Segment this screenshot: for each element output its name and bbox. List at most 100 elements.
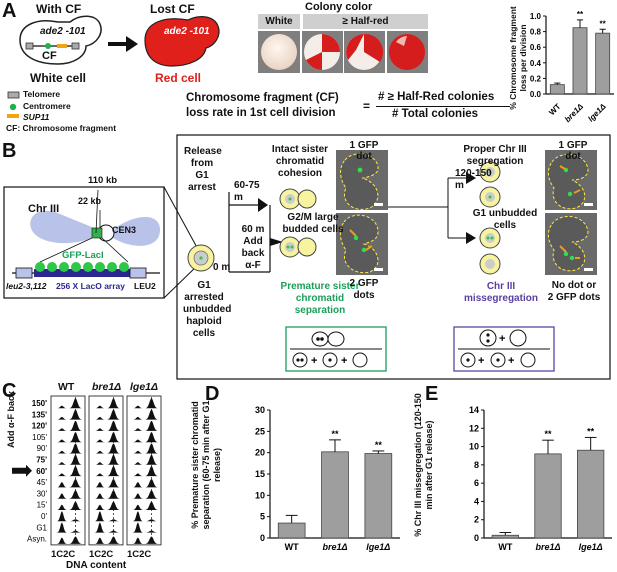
g1-arr-l4: haploid bbox=[186, 316, 222, 327]
row-label: G1 bbox=[36, 523, 47, 532]
dna-histogram bbox=[53, 536, 83, 544]
dna-histogram bbox=[129, 421, 159, 431]
dna-histogram bbox=[91, 409, 121, 420]
dna-histogram bbox=[53, 454, 83, 465]
col-lge1: lge1Δ bbox=[130, 381, 159, 393]
dna-histogram bbox=[53, 501, 83, 510]
dna-histogram bbox=[129, 511, 159, 522]
m120150-l2: m bbox=[455, 180, 464, 191]
telomere-left bbox=[25, 42, 34, 50]
sig-2: ** bbox=[587, 426, 595, 436]
legend-telomere: Telomere bbox=[23, 89, 61, 99]
svg-text:+: + bbox=[508, 355, 514, 367]
intact-l3: cohesion bbox=[278, 168, 322, 179]
xtick-wt: 1C2C bbox=[51, 549, 76, 560]
xtick-bre1: 1C2C bbox=[89, 549, 114, 560]
col-bre1: bre1Δ bbox=[92, 381, 122, 393]
m120150-l1: 120-150 bbox=[455, 168, 492, 179]
colony-white bbox=[261, 34, 297, 70]
leu2-label: LEU2 bbox=[134, 281, 156, 291]
dna-histogram bbox=[91, 536, 121, 544]
formula-equals: = bbox=[363, 99, 371, 113]
sig-2: ** bbox=[600, 19, 607, 28]
panel-label-d: D bbox=[205, 383, 220, 405]
dna-histogram bbox=[91, 398, 121, 409]
telomere-icon bbox=[7, 91, 20, 99]
category-label-2: lge1Δ bbox=[579, 542, 603, 552]
centromere-dot bbox=[45, 43, 51, 49]
chr-right-arm bbox=[110, 217, 160, 246]
y-tick-label: 10 bbox=[469, 442, 479, 452]
row-label: 135' bbox=[32, 410, 47, 419]
zero-m-label: 0 m bbox=[213, 262, 231, 273]
y-tick-label: 15 bbox=[255, 469, 265, 479]
dna-histogram bbox=[129, 536, 159, 544]
m6075-l2: m bbox=[234, 192, 243, 203]
y-tick-label: 10 bbox=[255, 490, 265, 500]
flow-col-frame-2 bbox=[126, 395, 162, 546]
row-label: 15' bbox=[37, 501, 48, 510]
g1-unb-l1: G1 unbudded bbox=[472, 208, 538, 219]
y-tick-label: 2 bbox=[474, 515, 479, 525]
y-tick-label: 20 bbox=[255, 448, 265, 458]
sig-2: ** bbox=[375, 440, 383, 450]
leu2-box bbox=[129, 267, 147, 279]
white-cell-label: White cell bbox=[30, 71, 87, 85]
arrow-a bbox=[108, 36, 138, 52]
g1-unb-l2: cells bbox=[493, 220, 517, 231]
kb22-label: 22 kb bbox=[78, 196, 102, 206]
red-cell-label: Red cell bbox=[155, 71, 202, 85]
chr3-mis-l2: missegregation bbox=[464, 293, 538, 304]
y-tick-label: 0.2 bbox=[530, 74, 542, 83]
chr-left-arm bbox=[30, 210, 104, 244]
y-tick-label: 25 bbox=[255, 426, 265, 436]
leu2-3-label: leu2-3,112 bbox=[6, 281, 47, 291]
ade2-label-red: ade2 -101 bbox=[164, 26, 210, 37]
panel-label-b: B bbox=[2, 140, 17, 162]
sup11-mark bbox=[57, 44, 67, 48]
bar-0 bbox=[491, 534, 519, 539]
sup11-icon bbox=[7, 114, 19, 118]
m120150-label: 120-150 m bbox=[455, 168, 492, 192]
gfp2-l1: 2 GFP bbox=[349, 278, 379, 289]
dna-histogram bbox=[53, 490, 83, 499]
bar-2 bbox=[577, 449, 605, 539]
half-red-header: ≥ Half-red bbox=[303, 14, 428, 29]
dna-histogram bbox=[91, 466, 121, 477]
g1-arr-l1: G1 bbox=[197, 280, 211, 291]
dna-histogram bbox=[129, 466, 159, 477]
dna-histogram bbox=[91, 443, 121, 454]
premature-l3: separation bbox=[294, 305, 346, 316]
gfp-laci-label: GFP-LacI bbox=[62, 250, 104, 261]
panel-label-e: E bbox=[425, 383, 439, 405]
row-label: Asyn. bbox=[27, 535, 47, 544]
centromere-icon bbox=[9, 103, 17, 111]
y-tick-label: 0 bbox=[474, 533, 479, 543]
y-tick-label: 0.4 bbox=[530, 59, 542, 68]
ade2-label-white: ade2 -101 bbox=[40, 26, 86, 37]
col-wt: WT bbox=[58, 381, 75, 393]
premature-l2: chromatid bbox=[295, 293, 345, 304]
svg-text:+: + bbox=[341, 355, 347, 367]
category-label-1: bre1Δ bbox=[322, 542, 347, 552]
row-label: 105' bbox=[32, 433, 47, 442]
g2m-label: G2/M large budded cells bbox=[282, 212, 344, 236]
xtick-lge1: 1C2C bbox=[127, 549, 152, 560]
gfp2-l2: dots bbox=[353, 290, 375, 301]
release-l2: from bbox=[190, 158, 214, 169]
formula-denominator: # Total colonies bbox=[392, 108, 479, 120]
bar-1 bbox=[321, 451, 349, 539]
dna-histogram bbox=[129, 432, 159, 443]
y-tick-label: 0.0 bbox=[530, 90, 542, 99]
dna-histogram bbox=[129, 479, 159, 488]
category-label-0: WT bbox=[285, 542, 299, 552]
row-label: 30' bbox=[37, 489, 48, 498]
category-label-2: lge1Δ bbox=[366, 542, 390, 552]
release-l3: G1 bbox=[195, 170, 209, 181]
y-tick-label: 4 bbox=[474, 496, 479, 506]
premature-l1: Premature sister bbox=[280, 281, 360, 292]
proper-l2: segregation bbox=[466, 156, 524, 167]
panel-b-box bbox=[176, 134, 611, 380]
